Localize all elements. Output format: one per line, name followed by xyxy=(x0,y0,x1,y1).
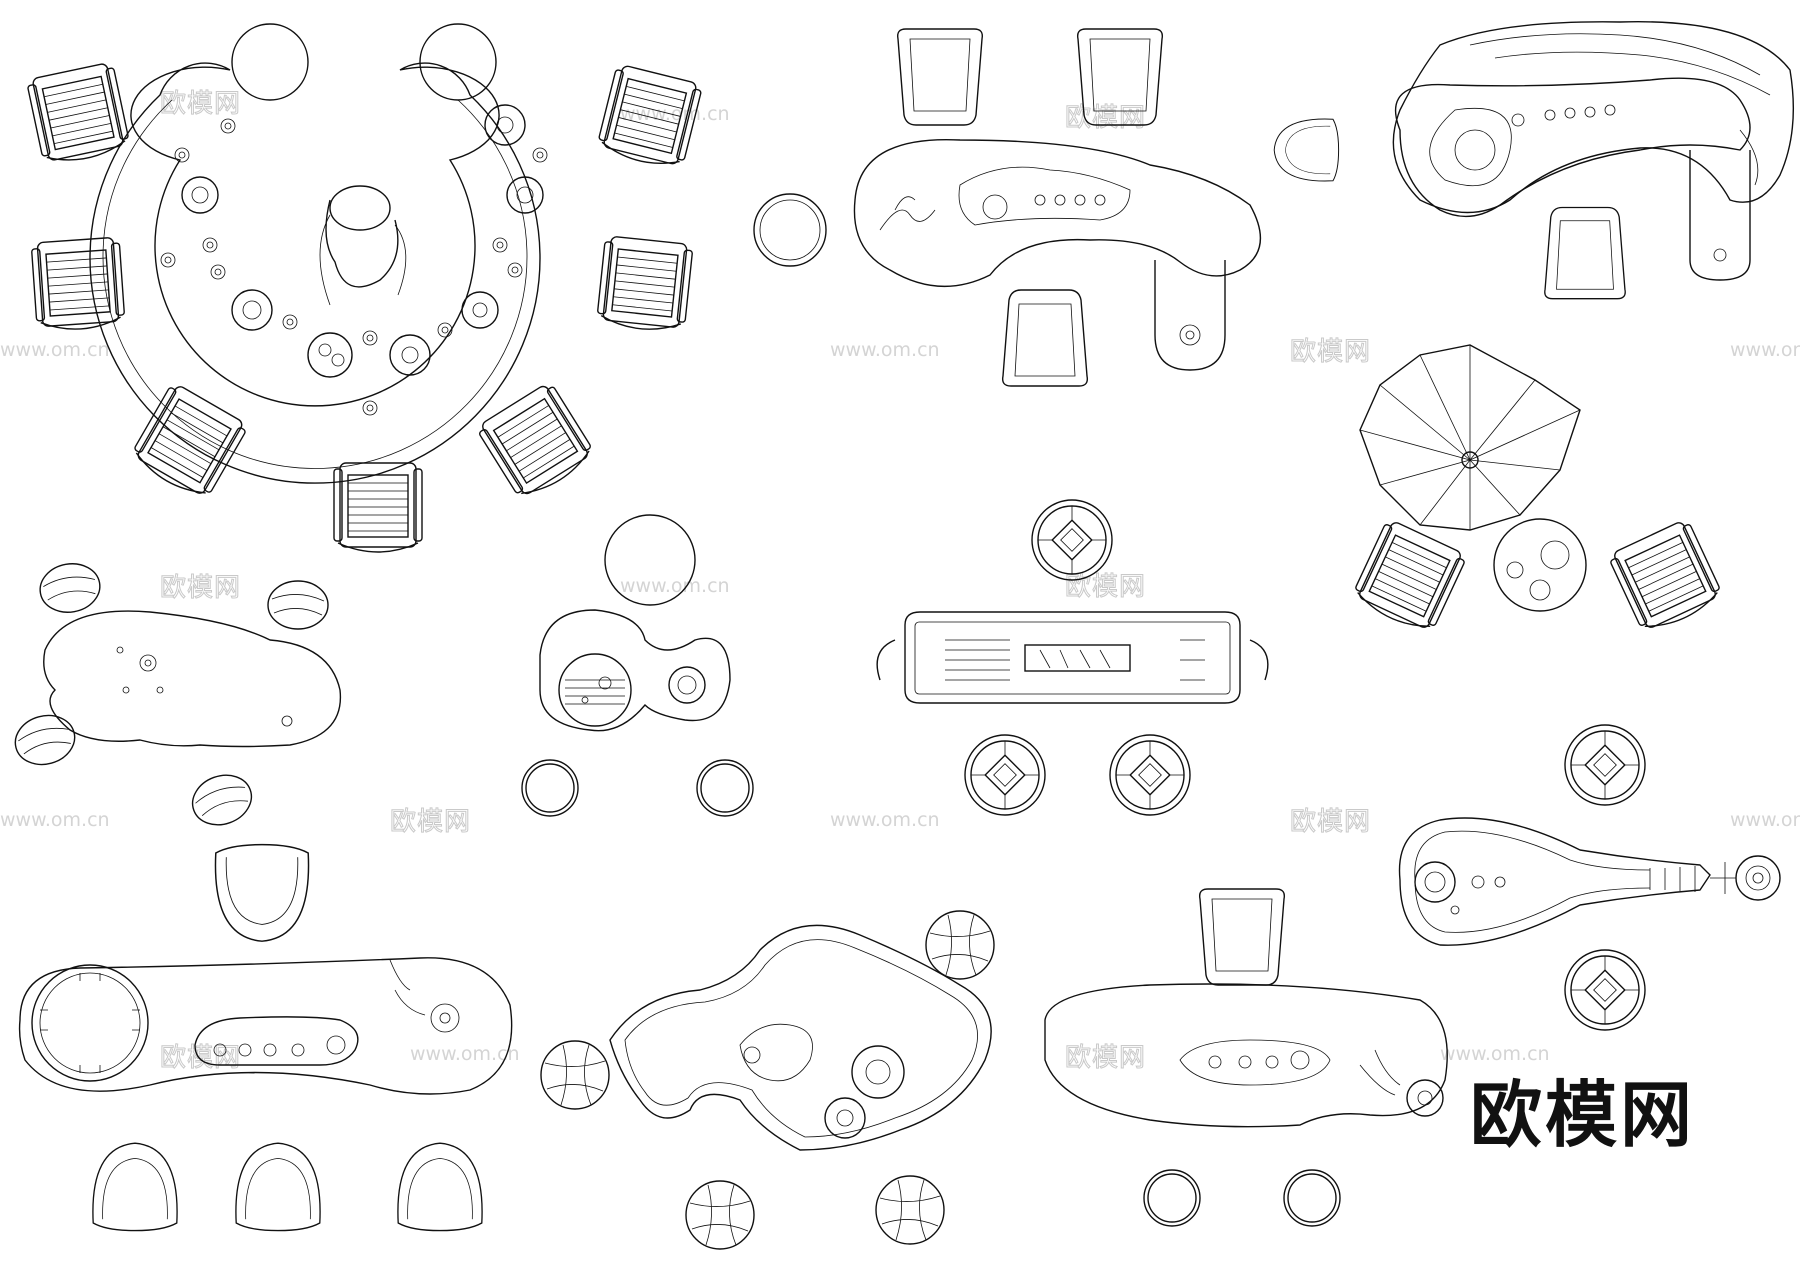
bucket-chair xyxy=(1001,289,1089,387)
brand-logo-text: 欧模网 xyxy=(1470,1073,1696,1157)
watermark-url: www.om.cn xyxy=(0,339,110,361)
pebble-stool xyxy=(35,558,105,618)
cushion-stool xyxy=(685,1180,755,1250)
bucket-chair xyxy=(1544,206,1626,300)
cushion-stool xyxy=(875,1175,945,1245)
armchair xyxy=(1606,517,1726,637)
round-stool xyxy=(1109,734,1191,816)
watermark-url: www.om.cn xyxy=(620,575,730,597)
ring-stool xyxy=(521,759,579,817)
pebble-stool xyxy=(9,708,81,772)
pipa-tea-table-set xyxy=(1398,724,1781,1031)
watermark-url: www.om.cn xyxy=(830,809,940,831)
watermark-brand: 欧模网 xyxy=(1065,572,1146,602)
armchair xyxy=(25,61,132,168)
watermark-brand: 欧模网 xyxy=(1065,103,1146,133)
pond-tea-table-set xyxy=(9,558,342,834)
tub-chair xyxy=(92,1142,178,1232)
freeform-pond-tea-table-set xyxy=(540,910,995,1250)
tub-chair xyxy=(1273,118,1340,182)
rectangular-tea-table-set xyxy=(876,499,1269,816)
tub-chair xyxy=(235,1142,321,1232)
watermark-url: www.om.cn xyxy=(830,339,940,361)
round-stool xyxy=(1564,949,1646,1031)
tea-ware-cluster xyxy=(160,104,548,416)
horseshoe-tea-table-set xyxy=(25,23,704,553)
ring-stool xyxy=(1283,1169,1341,1227)
bucket-chair xyxy=(1198,888,1286,986)
watermark-brand: 欧模网 xyxy=(1065,1043,1146,1073)
watermark-brand: 欧模网 xyxy=(160,89,241,119)
pebble-stool xyxy=(184,766,260,834)
round-stool xyxy=(753,193,827,267)
cushion-stool xyxy=(925,910,995,980)
watermark-brand: 欧模网 xyxy=(1290,337,1371,367)
armchair xyxy=(127,380,250,504)
round-stool xyxy=(964,734,1046,816)
armchair xyxy=(333,462,423,553)
armchair xyxy=(595,234,694,335)
watermark-brand: 欧模网 xyxy=(160,573,241,603)
stone-disc-tea-table-set xyxy=(521,514,754,817)
watermark-url: www.om.cn xyxy=(1440,1043,1550,1065)
ring-stool xyxy=(696,759,754,817)
kidney-tea-table-set xyxy=(753,28,1262,387)
pebble-stool xyxy=(267,580,329,630)
watermark-brand: 欧模网 xyxy=(390,807,471,837)
watermark-url: www.om.cn xyxy=(1730,339,1800,361)
ring-stool xyxy=(1143,1169,1201,1227)
cushion-stool xyxy=(540,1040,610,1110)
person-figure xyxy=(319,185,407,306)
watermark-url: www.om.cn xyxy=(410,1043,520,1065)
parasol-tea-set xyxy=(1349,344,1726,637)
watermark-brand: 欧模网 xyxy=(160,1043,241,1073)
armchair xyxy=(30,236,126,333)
tub-chair xyxy=(397,1142,483,1232)
watermark-url: www.om.cn xyxy=(1730,809,1800,831)
curved-tea-table-set xyxy=(18,843,513,1232)
s-curve-tea-table-set xyxy=(1273,21,1795,300)
round-stool xyxy=(1031,499,1113,581)
armchair xyxy=(1349,517,1469,637)
watermark-url: www.om.cn xyxy=(0,809,110,831)
watermark-layer: 欧模网 欧模网 欧模网 欧模网 欧模网 欧模网 欧模网 欧模网 欧模网 www.… xyxy=(0,89,1800,1074)
watermark-brand: 欧模网 xyxy=(1290,807,1371,837)
round-stool xyxy=(1564,724,1646,806)
bucket-chair xyxy=(896,28,984,126)
tub-chair xyxy=(214,843,310,942)
oval-tea-table-set xyxy=(1044,888,1448,1227)
armchair xyxy=(474,380,598,504)
